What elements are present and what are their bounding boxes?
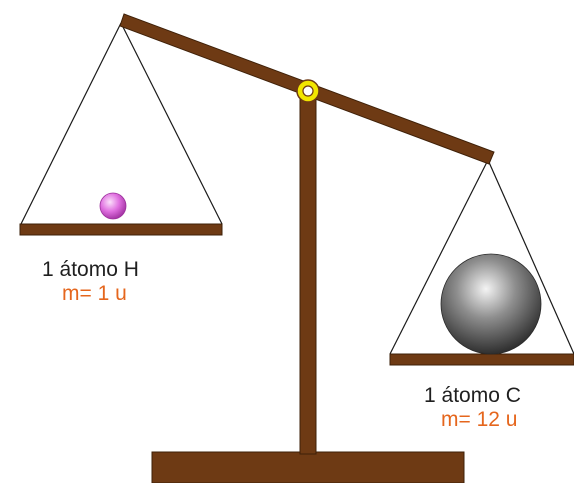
scale-post (299, 92, 317, 455)
hydrogen-mass-label: m= 1 u (62, 282, 127, 305)
hydrogen-atom-label: 1 átomo H (42, 258, 139, 281)
left-pan-strings (20, 22, 223, 225)
pivot-ring (296, 79, 320, 103)
right-pan-strings (389, 159, 574, 355)
left-pan-label: 1 átomo H m= 1 u (42, 258, 192, 306)
hydrogen-atom-ball (99, 192, 127, 220)
carbon-atom-label: 1 átomo C (424, 384, 521, 407)
right-pan-label: 1 átomo C m= 12 u (424, 384, 574, 432)
scale-base (151, 451, 465, 483)
carbon-atom-ball (440, 253, 542, 355)
left-pan (19, 223, 223, 236)
right-pan (389, 353, 574, 366)
carbon-mass-label: m= 12 u (441, 408, 518, 431)
